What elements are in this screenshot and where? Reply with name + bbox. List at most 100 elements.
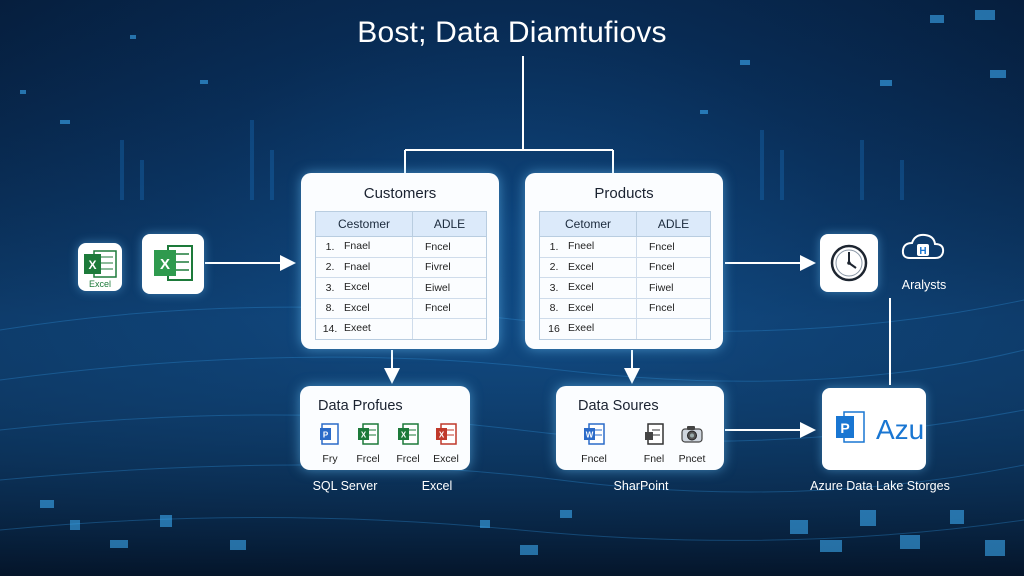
products-title: Products	[594, 185, 654, 202]
svg-text:W: W	[586, 431, 594, 440]
excel-icon: X	[154, 245, 193, 281]
azure-text: Azu	[876, 414, 925, 445]
customers-title: Customers	[363, 185, 437, 202]
table-row: 2. Excel Fncel	[540, 257, 710, 278]
excel-large-tile: X	[142, 234, 204, 294]
azure-label: Azure Data Lake Storges	[810, 479, 950, 493]
source-item: W Fncel	[574, 422, 614, 465]
svg-text:X: X	[439, 431, 445, 440]
source-caption: Fry	[322, 453, 338, 465]
table-cell: Excel	[568, 257, 637, 277]
table-cell: Excel	[568, 298, 637, 318]
table-cell: Eiwel	[425, 281, 451, 294]
svg-text:P: P	[323, 431, 329, 440]
cloud-analytics-icon: H	[901, 233, 945, 259]
sharepoint-label: SharPoint	[613, 479, 669, 493]
source-item: Pncet	[672, 422, 712, 465]
svg-text:X: X	[361, 431, 367, 440]
table-cell: Fnael	[344, 237, 413, 257]
excel-icon: X	[84, 250, 117, 278]
source-item: P Fry	[310, 422, 350, 465]
excel-small-tile: X Excel	[78, 243, 122, 291]
diagram-title: Bost; Data Diamtufiovs	[357, 16, 667, 49]
table-cell: Excel	[568, 278, 637, 298]
table-cell: Exeet	[344, 319, 413, 339]
table-cell: Fivrel	[425, 261, 451, 274]
source-caption: Fnel	[643, 453, 665, 465]
source-caption: Fncel	[581, 453, 607, 465]
azure-tile: P Azu	[822, 388, 926, 470]
table-cell: Fncel	[425, 302, 451, 315]
document-icon: P	[320, 423, 339, 445]
data-profiles-title: Data Profues	[318, 398, 403, 414]
column-header: ADLE	[657, 217, 690, 231]
table-row: 3. Excel Fiwel	[540, 278, 710, 299]
row-index: 2.	[549, 261, 559, 274]
row-index: 2.	[325, 261, 335, 274]
svg-text:X: X	[160, 256, 170, 273]
row-index: 1.	[549, 240, 559, 253]
table-row: 1. Fnael Fncel	[316, 237, 486, 258]
row-index: 1.	[325, 240, 335, 253]
source-item: Fnel	[634, 422, 674, 465]
table-cell: Fncel	[425, 240, 451, 253]
excel-icon: X	[358, 423, 379, 445]
row-index: 3.	[325, 281, 335, 294]
source-caption: Pncet	[678, 453, 706, 465]
column-header: Cetomer	[540, 212, 637, 236]
source-caption: Frcel	[356, 453, 380, 465]
column-header: Cestomer	[316, 212, 413, 236]
column-header: ADLE	[433, 217, 466, 231]
table-header: Cestomer ADLE	[316, 212, 486, 237]
table-row: 8. Excel Fncel	[316, 298, 486, 319]
azure-logo-icon: P	[836, 411, 865, 443]
table-cell: Fncel	[649, 302, 675, 315]
table-cell: Fncel	[649, 261, 675, 274]
clock-icon	[830, 244, 868, 282]
source-item: X Frcel	[388, 422, 428, 465]
table-row: 14. Exeet	[316, 319, 486, 339]
data-sources-title: Data Soures	[578, 398, 659, 414]
source-item: X Excel	[426, 422, 466, 465]
row-index: 8.	[325, 302, 335, 315]
excel-icon: X	[398, 423, 419, 445]
table-row: 16 Exeel	[540, 319, 710, 339]
svg-text:P: P	[840, 420, 849, 436]
source-caption: Frcel	[396, 453, 420, 465]
clock-tile	[820, 234, 878, 292]
svg-text:X: X	[401, 431, 407, 440]
table-cell: Excel	[344, 298, 413, 318]
camera-icon	[681, 426, 703, 443]
excel-caption: Excel	[88, 279, 111, 289]
data-sources-panel: Data Soures W Fncel Fnel Pncet	[556, 386, 724, 470]
analysts-label: Aralysts	[901, 278, 947, 292]
table-row: 3. Excel Eiwel	[316, 278, 486, 299]
row-index: 3.	[549, 281, 559, 294]
table-cell: Excel	[344, 278, 413, 298]
table-row: 2. Fnael Fivrel	[316, 257, 486, 278]
sql-server-label: SQL Server	[312, 479, 378, 493]
row-index: 16	[548, 322, 560, 335]
table-header: Cetomer ADLE	[540, 212, 710, 237]
svg-text:X: X	[88, 258, 96, 272]
word-icon: W	[584, 423, 605, 445]
table-cell: Fiwel	[649, 281, 674, 294]
row-index: 8.	[549, 302, 559, 315]
source-caption: Excel	[433, 453, 459, 465]
table-cell: Exeel	[568, 319, 637, 339]
excel-label: Excel	[421, 479, 453, 493]
data-profiles-panel: Data Profues P Fry X Frcel X Frcel X Exc…	[300, 386, 470, 470]
document-icon	[645, 423, 664, 445]
excel-icon: X	[436, 423, 457, 445]
table-cell: Fncel	[649, 240, 675, 253]
source-item: X Frcel	[348, 422, 388, 465]
svg-text:H: H	[919, 246, 926, 257]
table-row: 8. Excel Fncel	[540, 298, 710, 319]
row-index: 14.	[322, 322, 338, 335]
table-cell: Fnael	[344, 257, 413, 277]
